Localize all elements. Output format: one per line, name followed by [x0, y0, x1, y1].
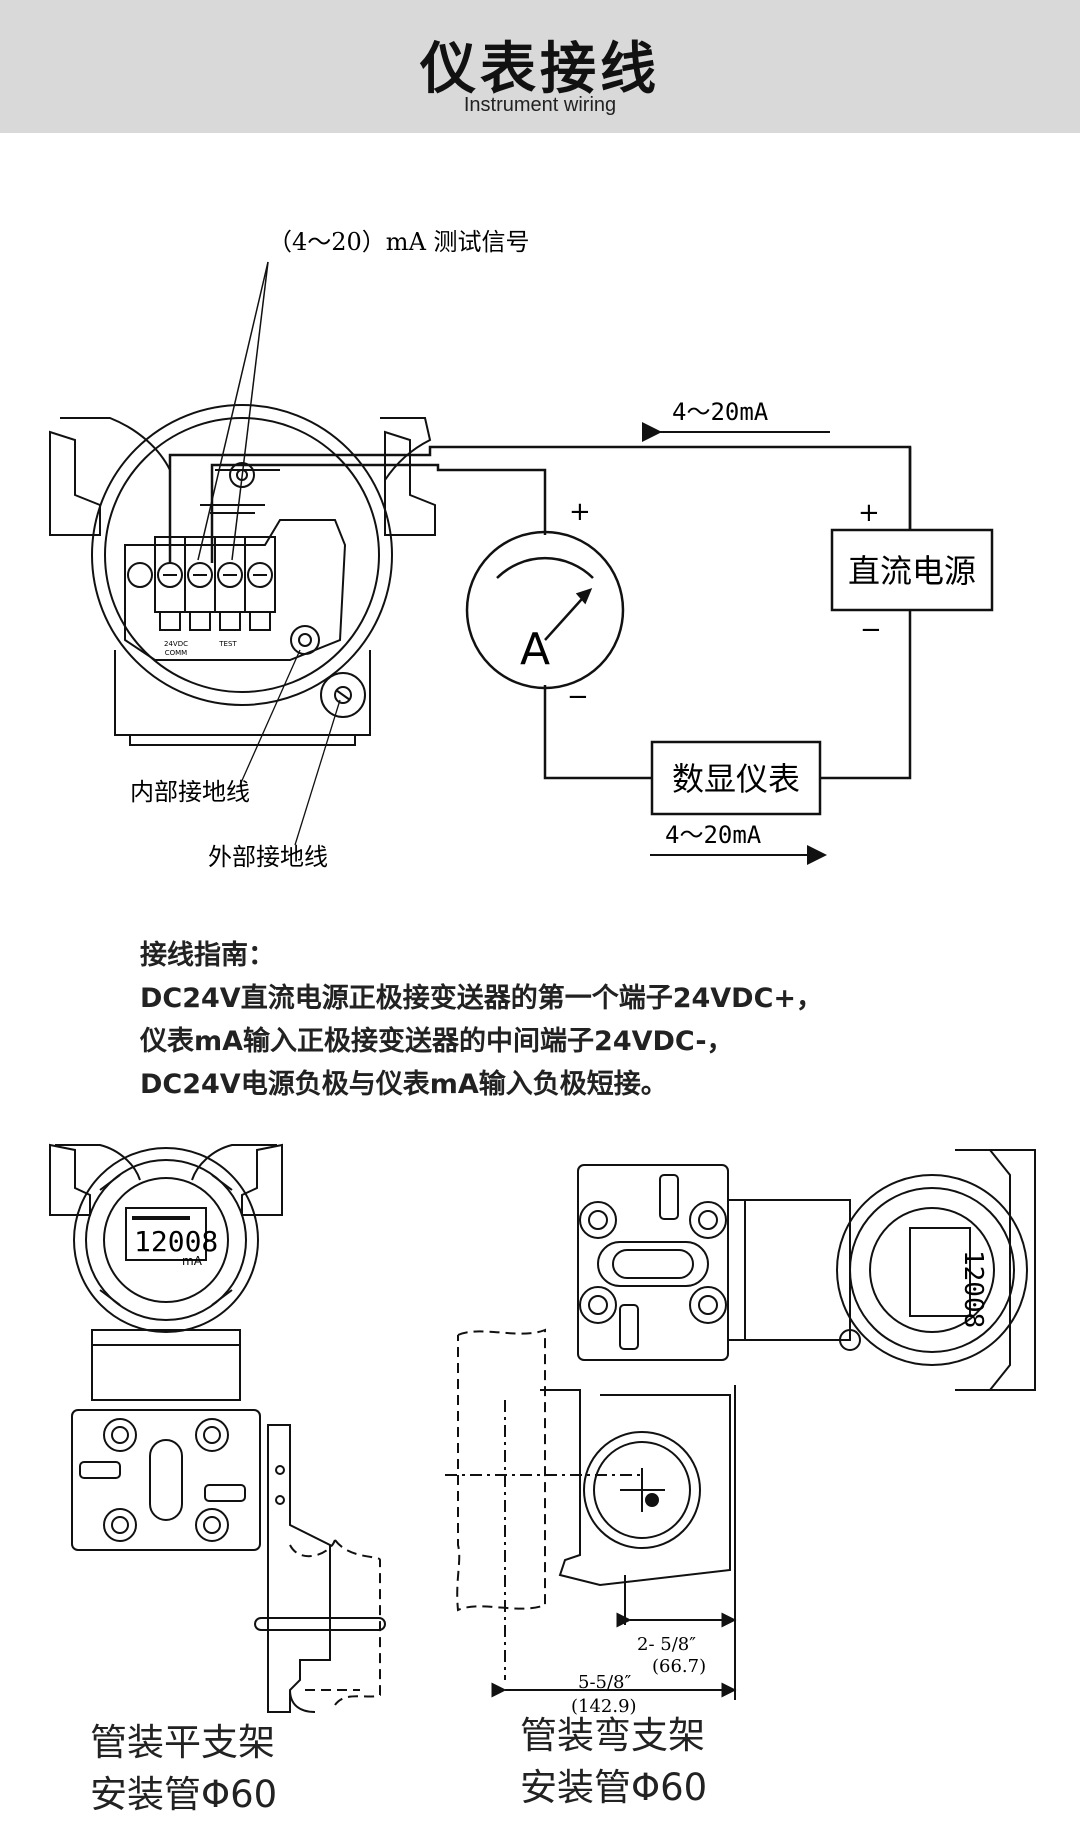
terminal-block [127, 536, 320, 655]
test-signal-leaders [197, 261, 269, 561]
bent-bracket-drawing [445, 1149, 1036, 1700]
bent-bracket-caption-line1: 管装弯支架 [520, 1714, 705, 1757]
test-signal-label: （4～20）mA 测试信号 [268, 228, 530, 256]
wiring-guide: 接线指南： DC24V直流电源正极接变送器的第一个端子24VDC+， 仪表mA输… [140, 934, 1040, 1106]
ammeter [465, 530, 625, 690]
terminal-label-comm: COMM [165, 649, 187, 657]
digital-display-label: 数显仪表 [672, 760, 800, 798]
flat-bracket-caption: 管装平支架 安装管Φ60 [90, 1717, 277, 1821]
page-title: 仪表接线 [420, 37, 660, 102]
page-subtitle: Instrument wiring [463, 94, 617, 116]
ammeter-minus: − [567, 682, 589, 712]
guide-heading: 接线指南： [140, 940, 275, 971]
header-banner: 仪表接线 Instrument wiring [0, 0, 1080, 133]
power-plus: + [858, 498, 880, 528]
terminal-label-test: TEST [218, 640, 237, 648]
ground-leaders [239, 649, 341, 846]
flat-bracket-drawing [49, 1143, 386, 1713]
power-supply-label: 直流电源 [848, 552, 976, 590]
dim1-mm: (66.7) [652, 1656, 706, 1677]
flat-bracket-unit: mA [182, 1254, 203, 1268]
power-supply-box [830, 528, 994, 612]
bent-bracket-display-value: 12008 [958, 1250, 988, 1328]
bent-bracket-caption: 管装弯支架 安装管Φ60 [520, 1710, 707, 1814]
digital-display-box [650, 740, 822, 816]
flat-bracket-caption-line1: 管装平支架 [90, 1721, 275, 1764]
ammeter-plus: + [569, 497, 591, 527]
transmitter-housing [49, 404, 436, 746]
bent-bracket-caption-line2: 安装管Φ60 [520, 1766, 708, 1809]
terminal-label-24vdc: 24VDC [164, 640, 188, 648]
signal-wires [168, 445, 912, 780]
dim2-mm: (142.9) [571, 1696, 637, 1717]
dim1-inch: 2- 5/8″ [637, 1634, 696, 1655]
external-ground-label: 外部接地线 [208, 843, 328, 871]
flat-bracket-display-value: 12008 [134, 1225, 218, 1258]
guide-line-2: 仪表mA输入正极接变送器的中间端子24VDC-， [140, 1026, 734, 1057]
flat-bracket-caption-line2: 安装管Φ60 [90, 1773, 278, 1816]
power-minus: − [860, 615, 882, 645]
current-label-top: 4～20mA [672, 398, 769, 426]
internal-ground-label: 内部接地线 [130, 778, 250, 806]
guide-line-1: DC24V直流电源正极接变送器的第一个端子24VDC+， [140, 983, 824, 1014]
dim2-inch: 5-5/8″ [578, 1672, 632, 1693]
guide-line-3: DC24V电源负极与仪表mA输入负极短接。 [140, 1069, 668, 1100]
current-label-bottom: 4～20mA [665, 821, 762, 849]
ammeter-symbol: A [520, 624, 550, 675]
